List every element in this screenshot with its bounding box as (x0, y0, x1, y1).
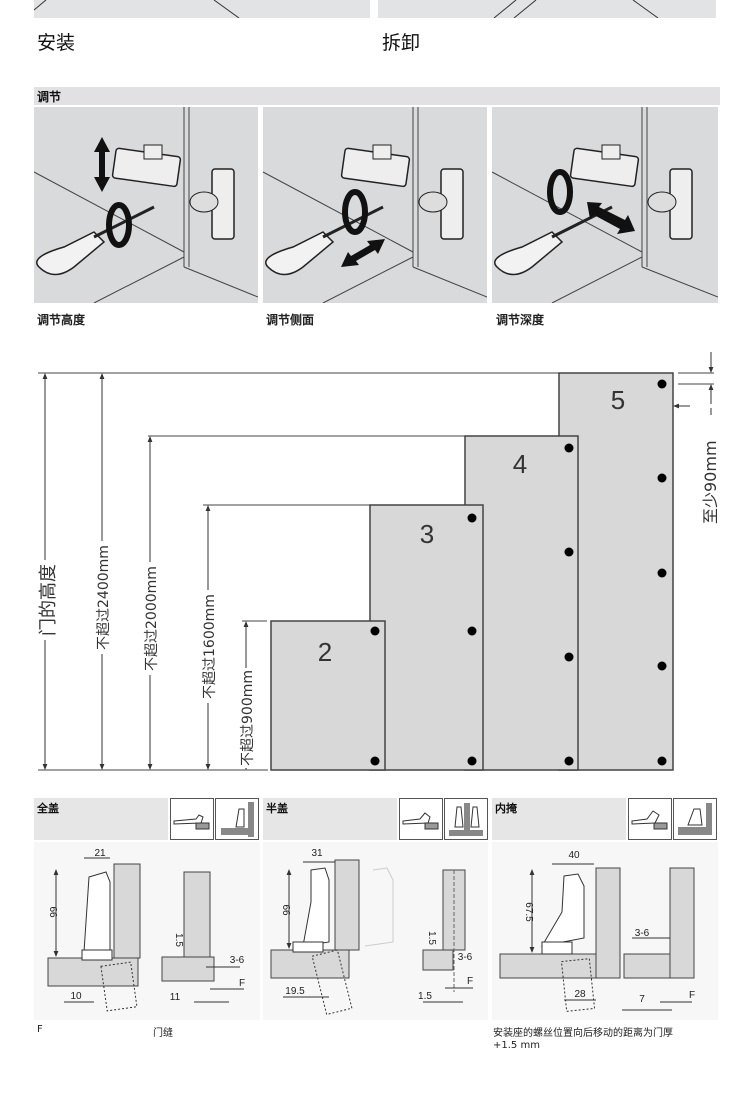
range-1600-label: 不超过1600mm (199, 590, 219, 703)
hinge-dot (657, 379, 667, 389)
hinge-illustration-height (34, 107, 258, 303)
inset-note-line2: +1.5 mm (493, 1040, 540, 1051)
hinge-dot (657, 473, 667, 483)
half-f-dim: F (467, 976, 473, 987)
adjust-side-caption: 调节侧面 (266, 313, 315, 327)
inset-width-dim: 40 (568, 850, 580, 861)
inset-height-dim: 67.5 (523, 902, 534, 922)
door-height-label: 门的高度 (34, 560, 60, 640)
f-footnote-label: F (37, 1024, 43, 1035)
inset-title: 内掩 (495, 802, 517, 815)
hinge-dot (467, 513, 477, 523)
hinge-count-5: 5 (611, 385, 625, 415)
half-offset-a-dim: 19.5 (285, 986, 305, 997)
half-overlay-title: 半盖 (266, 802, 288, 815)
hinge-dot (370, 626, 380, 636)
gap-footnote-label: 门缝 (153, 1028, 173, 1039)
inset-icon-top (628, 798, 672, 840)
hinge-dot (370, 756, 380, 766)
inset-offset-b-dim: 7 (639, 994, 645, 1005)
half-height-dim: 66 (280, 904, 291, 916)
hinge-dot (564, 443, 574, 453)
door-2 (270, 620, 386, 771)
full-overlay-drawing: 21 66 1.5 3-6 10 11 F (34, 842, 260, 1020)
full-offset-a-dim: 10 (70, 991, 82, 1002)
hinge-dot (657, 568, 667, 578)
adjust-section-bar: 调节 (34, 87, 720, 105)
remove-image-lines (493, 0, 659, 19)
full-overlay-title: 全盖 (37, 802, 59, 815)
range-2400-label: 不超过2400mm (93, 541, 113, 654)
inset-drawing: 40 67.5 3-6 28 7 F (492, 842, 718, 1020)
half-overlay-drawing: 31 66 1.5 3-6 19.5 1.5 F (263, 842, 488, 1020)
adjust-height-caption: 调节高度 (37, 313, 86, 327)
inset-icon-side (673, 798, 717, 840)
hinge-dot (657, 661, 667, 671)
inset-header: 内掩 (492, 798, 626, 840)
hinge-illustration-side (263, 107, 487, 303)
hinge-dot (564, 652, 574, 662)
inset-range-dim: 3-6 (635, 928, 650, 939)
half-offset-b-dim: 1.5 (418, 991, 432, 1002)
depth-arrow-icon (587, 202, 635, 234)
adjust-depth-panel (492, 107, 718, 303)
door-4 (464, 435, 579, 771)
vertical-arrow-icon (94, 137, 110, 192)
range-900-label: 不超过900mm (237, 668, 257, 768)
min-distance-label: 至少90mm (697, 436, 721, 528)
adjust-depth-caption: 调节深度 (496, 313, 545, 327)
adjust-section-title: 调节 (37, 90, 62, 104)
install-title: 安装 (37, 32, 76, 54)
half-overlay-header: 半盖 (263, 798, 397, 840)
full-overlay-icon-top (170, 798, 214, 840)
remove-image-strip (378, 0, 716, 19)
remove-title: 拆卸 (382, 32, 421, 54)
door-3 (369, 504, 484, 771)
full-f-dim: F (239, 978, 245, 989)
install-image-lines (33, 0, 240, 19)
install-image-strip (33, 0, 370, 19)
hinge-count-4: 4 (513, 449, 527, 479)
range-2000-label: 不超过2000mm (141, 562, 161, 675)
inset-offset-a-dim: 28 (574, 989, 586, 1000)
hinge-illustration-depth (492, 107, 718, 303)
hinge-dot (564, 756, 574, 766)
full-overlay-icon-side (215, 798, 259, 840)
hinge-dot (657, 756, 667, 766)
half-width-dim: 31 (311, 848, 323, 859)
hinge-dots (370, 379, 667, 766)
diagonal-arrow-icon (341, 239, 385, 267)
half-range-dim: 3-6 (458, 952, 473, 963)
half-overlay-icon-top (399, 798, 443, 840)
hinge-dot (467, 756, 477, 766)
full-overlay-header: 全盖 (34, 798, 168, 840)
hinge-dot (467, 626, 477, 636)
full-width-dim: 21 (94, 848, 106, 859)
full-gap-dim: 1.5 (173, 933, 184, 947)
adjust-side-panel (263, 107, 487, 303)
full-height-dim: 66 (47, 906, 58, 918)
hinge-dot (564, 547, 574, 557)
inset-f-dim: F (689, 990, 695, 1001)
hinge-count-2: 2 (318, 637, 332, 667)
full-range-dim: 3-6 (230, 955, 245, 966)
half-gap-dim: 1.5 (426, 931, 437, 945)
hinge-count-3: 3 (420, 519, 434, 549)
adjust-height-panel (34, 107, 258, 303)
inset-note-line1: 安装座的螺丝位置向后移动的距离为门厚 (493, 1028, 673, 1039)
half-overlay-icon-side (444, 798, 488, 840)
full-offset-b-dim: 11 (170, 992, 181, 1003)
